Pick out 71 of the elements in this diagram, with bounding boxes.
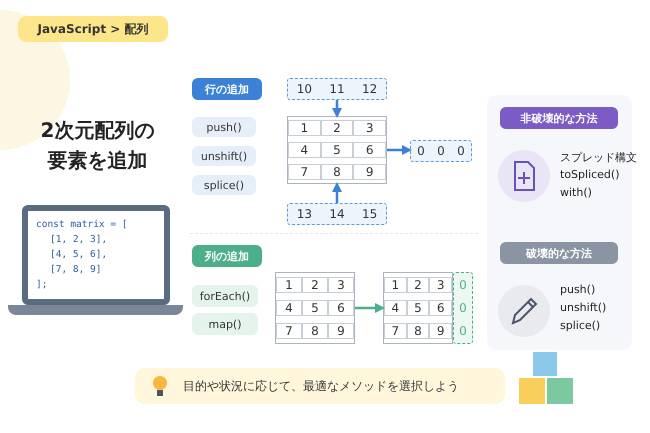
- array-value: 15: [362, 207, 378, 221]
- array-value: 0: [459, 300, 467, 315]
- dashed-array-box: [287, 203, 387, 225]
- matrix-cell: 8: [320, 164, 354, 180]
- matrix-cell: 6: [328, 300, 354, 316]
- array-value: 0: [437, 144, 445, 158]
- title: 2次元配列の要素を追加: [40, 117, 156, 174]
- section-label: 行の追加: [192, 78, 262, 100]
- matrix-table: [383, 272, 453, 344]
- breadcrumb-label: JavaScript > 配列: [18, 16, 168, 42]
- matrix-cell: 3: [429, 276, 452, 293]
- method-chip: forEach(): [192, 285, 258, 307]
- matrix-cell: 7: [384, 323, 407, 340]
- matrix-cell: 9: [353, 164, 386, 180]
- matrix-cell: 9: [328, 323, 354, 340]
- matrix-cell: 3: [328, 276, 354, 293]
- dashed-array-box: [287, 78, 387, 100]
- matrix-cell: 4: [384, 300, 407, 316]
- matrix-cell: 6: [353, 142, 386, 158]
- array-value: 13: [296, 207, 312, 221]
- matrix-cell: 9: [429, 323, 452, 340]
- matrix-cell: 5: [302, 300, 328, 316]
- array-value: 12: [362, 82, 378, 96]
- section-label: 破壊的な方法: [500, 242, 618, 264]
- arrow: [355, 303, 385, 313]
- method-chip: map(): [192, 313, 258, 335]
- arrow: [387, 145, 412, 155]
- tip-banner: [135, 368, 505, 404]
- matrix-cell: 8: [406, 323, 430, 340]
- section-label: 列の追加: [192, 245, 262, 267]
- arrow: [332, 182, 342, 203]
- matrix-cell: 7: [288, 164, 321, 180]
- array-value: 0: [457, 144, 465, 158]
- matrix-cell: 5: [406, 300, 430, 316]
- array-value: 0: [417, 144, 425, 158]
- matrix-table: [287, 116, 387, 184]
- matrix-cell: 1: [384, 276, 407, 293]
- array-value: 14: [329, 207, 345, 221]
- method-name: スプレッド構文: [560, 150, 637, 165]
- laptop-screen: [22, 205, 170, 305]
- method-chip: unshift(): [192, 146, 256, 166]
- code-text: const matrix = [ [1, 2, 3], [4, 5, 6], [7, 8, 9] ];: [36, 218, 128, 292]
- matrix-cell: 3: [353, 120, 386, 136]
- array-value: 10: [296, 82, 312, 96]
- matrix-cell: 2: [320, 120, 354, 136]
- matrix-cell: 7: [276, 323, 302, 340]
- method-name: unshift(): [560, 301, 606, 314]
- matrix-cell: 1: [276, 276, 302, 293]
- matrix-cell: 4: [276, 300, 302, 316]
- method-name: with(): [560, 186, 592, 199]
- array-value: 0: [459, 324, 467, 338]
- dashed-array-box: [453, 272, 473, 344]
- method-name: push(): [560, 283, 596, 296]
- method-chip: splice(): [192, 175, 256, 195]
- method-name: splice(): [560, 319, 600, 332]
- matrix-table: [275, 272, 355, 344]
- array-value: 0: [459, 278, 467, 292]
- matrix-cell: 6: [429, 300, 452, 316]
- matrix-cell: 2: [406, 276, 430, 293]
- matrix-cell: 2: [302, 276, 328, 293]
- section-label: 非破壊的な方法: [500, 107, 618, 129]
- array-value: 11: [329, 82, 345, 96]
- matrix-cell: 8: [302, 323, 328, 340]
- method-name: toSpliced(): [560, 168, 620, 181]
- tip-text: 目的や状況に応じて、最適なメソッドを選択しよう: [183, 378, 459, 394]
- matrix-cell: 5: [320, 142, 354, 158]
- arrow: [332, 100, 342, 118]
- dashed-array-box: [410, 140, 472, 162]
- matrix-cell: 1: [288, 120, 321, 136]
- method-chip: push(): [192, 117, 256, 137]
- matrix-cell: 4: [288, 142, 321, 158]
